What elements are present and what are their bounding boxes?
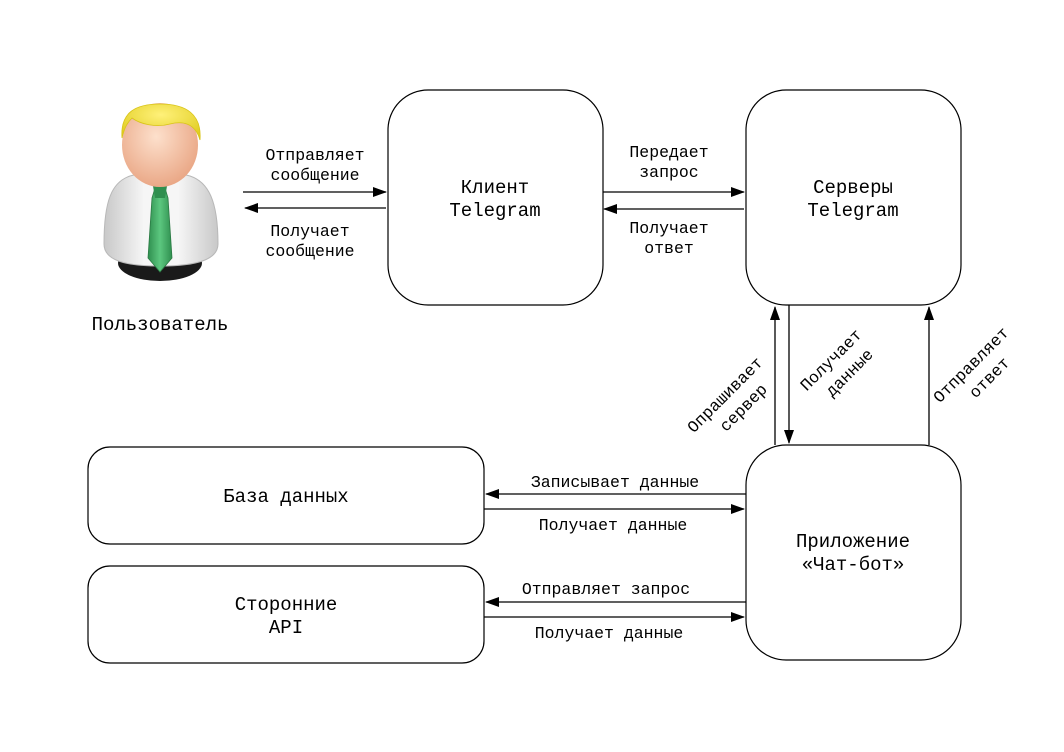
- servers-label-line1: Серверы: [813, 177, 893, 199]
- edge-label-writes-data: Записывает данные: [531, 473, 699, 492]
- user-label: Пользователь: [92, 314, 229, 336]
- edge-label-sends-request: Отправляет запрос: [522, 580, 690, 599]
- user-tie: [147, 187, 173, 273]
- client-label-line2: Telegram: [449, 200, 540, 222]
- client-telegram-node: Клиент Telegram: [387, 89, 604, 306]
- database-label: База данных: [223, 486, 348, 508]
- user-hair: [121, 103, 201, 141]
- api-label-line2: API: [269, 617, 303, 639]
- edge-label-api-receives-data: Получает данные: [535, 624, 684, 643]
- servers-label-line2: Telegram: [807, 200, 898, 222]
- database-node: База данных: [87, 446, 485, 545]
- client-label-line1: Клиент: [461, 177, 529, 199]
- api-label-line1: Сторонние: [235, 594, 338, 616]
- edge-label-passes-request-2: запрос: [639, 163, 698, 182]
- user-head: [122, 103, 198, 187]
- edge-label-receives-message-2: сообщение: [265, 242, 354, 261]
- edge-label-receives-answer-1: Получает: [629, 219, 708, 238]
- edge-label-receives-answer-2: ответ: [644, 239, 694, 258]
- user-avatar-icon: [103, 103, 219, 281]
- telegram-servers-node: Серверы Telegram: [745, 89, 962, 306]
- bot-label-line1: Приложение: [796, 531, 910, 553]
- user-tie-knot: [153, 186, 167, 198]
- edge-label-db-receives-data: Получает данные: [539, 516, 688, 535]
- edge-label-sends-message-2: сообщение: [270, 166, 359, 185]
- edge-label-passes-request-1: Передает: [629, 143, 708, 162]
- edge-label-sends-message-1: Отправляет: [265, 146, 364, 165]
- edge-label-receives-message-1: Получает: [270, 222, 349, 241]
- bot-label-line2: «Чат-бот»: [802, 554, 905, 576]
- third-party-api-node: Сторонние API: [87, 565, 485, 664]
- chatbot-app-node: Приложение «Чат-бот»: [745, 444, 962, 661]
